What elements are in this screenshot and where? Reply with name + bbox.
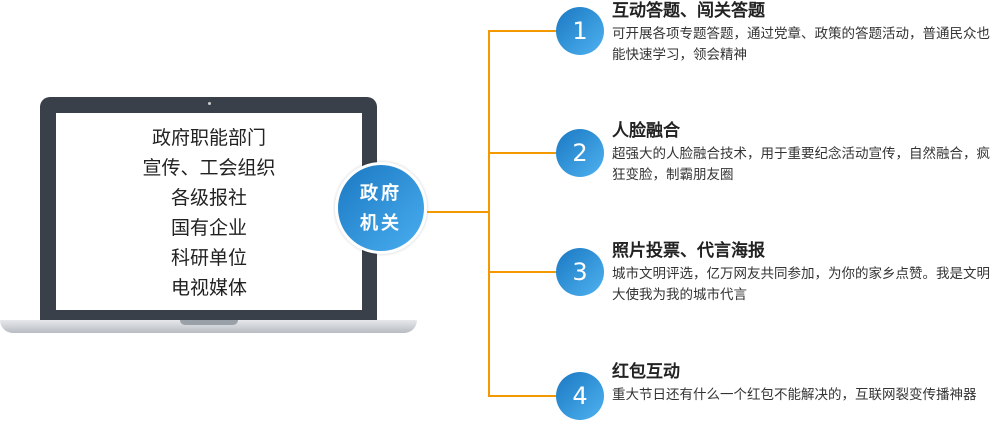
org-item: 各级报社 xyxy=(170,187,247,209)
number-badge: 4 xyxy=(556,372,604,420)
feature-desc: 可开展各项专题答题，通过党章、政策的答题活动，普通民众也能快速学习，领会精神 xyxy=(612,26,990,63)
laptop-base xyxy=(0,320,417,333)
government-badge: 政府 机关 xyxy=(335,162,427,254)
number-badge: 2 xyxy=(556,129,604,177)
badge-line-1: 政府 xyxy=(360,183,402,204)
connector-branch xyxy=(488,271,556,273)
feature-title: 红包互动 xyxy=(612,362,680,382)
feature-title: 人脸融合 xyxy=(612,121,680,141)
org-item: 科研单位 xyxy=(170,247,247,269)
feature-item: 照片投票、代言海报 城市文明评选，亿万网友共同参加，为你的家乡点赞。我是文明大使… xyxy=(612,240,997,306)
feature-item: 人脸融合 超强大的人脸融合技术，用于重要纪念活动宣传，自然融合，疯狂变脸，制霸朋… xyxy=(612,120,997,186)
organization-list: 政府职能部门 宣传、工会组织 各级报社 国有企业 科研单位 电视媒体 xyxy=(56,123,362,303)
feature-item: 互动答题、闯关答题 可开展各项专题答题，通过党章、政策的答题活动，普通民众也能快… xyxy=(612,0,997,66)
number-badge: 1 xyxy=(556,7,604,55)
badge-line-2: 机关 xyxy=(360,213,402,234)
feature-title: 互动答题、闯关答题 xyxy=(612,1,765,21)
laptop-screen xyxy=(56,113,362,310)
feature-desc: 城市文明评选，亿万网友共同参加，为你的家乡点赞。我是文明大使我为我的城市代言 xyxy=(612,266,990,303)
feature-desc: 超强大的人脸融合技术，用于重要纪念活动宣传，自然融合，疯狂变脸，制霸朋友圈 xyxy=(612,146,990,183)
connector-vertical xyxy=(488,31,490,397)
org-item: 国有企业 xyxy=(170,217,247,239)
connector-branch xyxy=(488,395,556,397)
org-item: 电视媒体 xyxy=(170,277,247,299)
feature-desc: 重大节日还有什么一个红包不能解决的，互联网裂变传播神器 xyxy=(612,387,977,403)
connector-branch xyxy=(488,30,556,32)
number-badge: 3 xyxy=(556,248,604,296)
connector-main xyxy=(427,211,489,213)
feature-item: 红包互动 重大节日还有什么一个红包不能解决的，互联网裂变传播神器 xyxy=(612,361,997,406)
connector-branch xyxy=(488,152,556,154)
org-item: 政府职能部门 xyxy=(151,127,266,149)
feature-title: 照片投票、代言海报 xyxy=(612,241,765,261)
org-item: 宣传、工会组织 xyxy=(142,157,276,179)
laptop-notch xyxy=(180,320,238,325)
laptop-camera xyxy=(208,102,211,105)
